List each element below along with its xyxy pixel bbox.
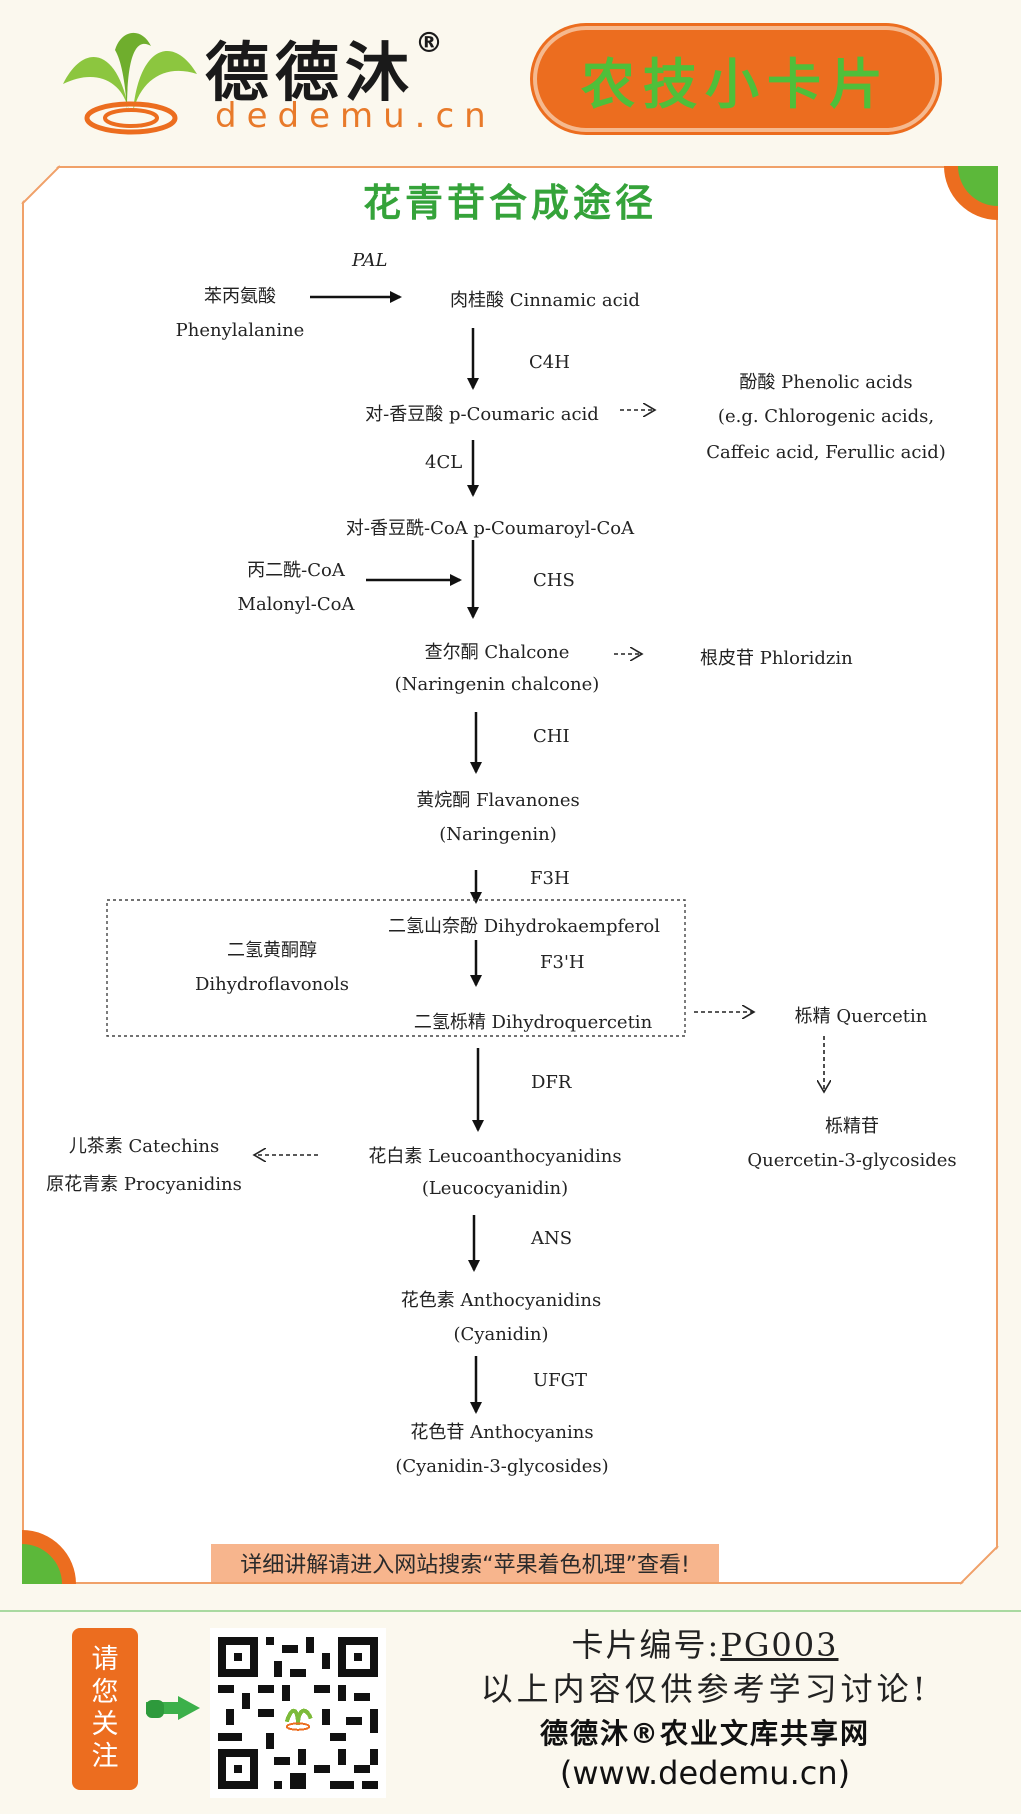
enzyme-chi: CHI (533, 726, 570, 747)
node-quercetin-glycosides-en: Quercetin-3-glycosides (747, 1150, 957, 1171)
enzyme-dfr: DFR (531, 1072, 572, 1093)
corner-cut-top-left (20, 164, 60, 204)
node-chalcone: 查尔酮 Chalcone (424, 642, 570, 663)
card-number: 卡片编号:PG003 (571, 1626, 839, 1664)
enzyme-f3prime-h: F3'H (540, 952, 585, 973)
enzyme-4cl: 4CL (425, 452, 463, 473)
follow-us-badge: 请您关注 (72, 1628, 138, 1790)
brand-url: dedemu.cn (215, 96, 496, 136)
node-malonyl-coa-cn: 丙二酰-CoA (247, 560, 345, 581)
node-naringenin-chalcone: (Naringenin chalcone) (394, 674, 600, 695)
node-malonyl-coa-en: Malonyl-CoA (237, 594, 355, 615)
enzyme-f3h: F3H (530, 868, 570, 889)
node-quercetin: 栎精 Quercetin (794, 1006, 928, 1027)
node-quercetin-glycosides-cn: 栎精苷 (825, 1116, 879, 1137)
diagram-card (22, 166, 998, 1584)
enzyme-ans: ANS (531, 1228, 573, 1249)
node-dihydroquercetin: 二氢栎精 Dihydroquercetin (413, 1012, 653, 1033)
node-leucoanthocyanidins: 花白素 Leucoanthocyanidins (368, 1146, 622, 1167)
enzyme-c4h: C4H (529, 352, 570, 373)
node-dihydroflavonols-cn: 二氢黄酮醇 (227, 940, 317, 961)
node-procyanidins: 原花青素 Procyanidins (46, 1174, 242, 1195)
brand-name: 德德沐® (205, 26, 449, 111)
node-anthocyanins: 花色苷 Anthocyanins (410, 1422, 594, 1443)
corner-cut-bottom-right (960, 1546, 1000, 1586)
node-cyanidin-3-glycosides: (Cyanidin-3-glycosides) (395, 1456, 609, 1477)
site-url[interactable]: (www.dedemu.cn) (559, 1754, 851, 1792)
wechat-qr-code[interactable] (210, 1628, 386, 1798)
enzyme-ufgt: UFGT (533, 1370, 588, 1391)
node-phenolic-acids-examples-2: Caffeic acid, Ferullic acid) (706, 442, 946, 463)
node-leucocyanidin: (Leucocyanidin) (421, 1178, 569, 1199)
node-phenylalanine-cn: 苯丙氨酸 (204, 286, 276, 307)
node-anthocyanidins: 花色素 Anthocyanidins (400, 1290, 602, 1311)
node-p-coumaroyl-coa: 对-香豆酰-CoA p-Coumaroyl-CoA (345, 518, 635, 539)
node-phenylalanine-en: Phenylalanine (175, 320, 305, 341)
node-catechins: 儿茶素 Catechins (68, 1136, 220, 1157)
card-badge: 农技小卡片 (533, 26, 939, 132)
enzyme-chs: CHS (533, 570, 575, 591)
node-cyanidin: (Cyanidin) (453, 1324, 549, 1345)
node-phenolic-acids: 酚酸 Phenolic acids (739, 372, 913, 393)
node-phloridzin: 根皮苷 Phloridzin (700, 648, 853, 669)
footer-divider (0, 1610, 1021, 1612)
node-dihydrokaempferol: 二氢山奈酚 Dihydrokaempferol (387, 916, 661, 937)
diagram-title: 花青苷合成途径 (362, 181, 657, 225)
site-name: 德德沐®农业文库共享网 (539, 1717, 870, 1750)
enzyme-pal: PAL (352, 250, 388, 271)
search-hint-banner: 详细讲解请进入网站搜索“苹果着色机理”查看! (211, 1544, 719, 1582)
node-naringenin: (Naringenin) (439, 824, 557, 845)
pathway-arrows (106, 291, 1021, 1414)
node-flavanones: 黄烷酮 Flavanones (416, 790, 580, 811)
node-dihydroflavonols-en: Dihydroflavonols (194, 974, 350, 995)
pointing-hand-icon (146, 1696, 200, 1720)
node-p-coumaric-acid: 对-香豆酸 p-Coumaric acid (365, 404, 599, 425)
node-phenolic-acids-examples-1: (e.g. Chlorogenic acids, (717, 406, 935, 427)
corner-decoration-bottom-left (22, 1530, 76, 1584)
corner-decoration-top-right (944, 166, 998, 220)
brand-logo (55, 20, 205, 138)
disclaimer: 以上内容仅供参考学习讨论! (480, 1670, 930, 1708)
node-cinnamic-acid: 肉桂酸 Cinnamic acid (450, 290, 640, 311)
